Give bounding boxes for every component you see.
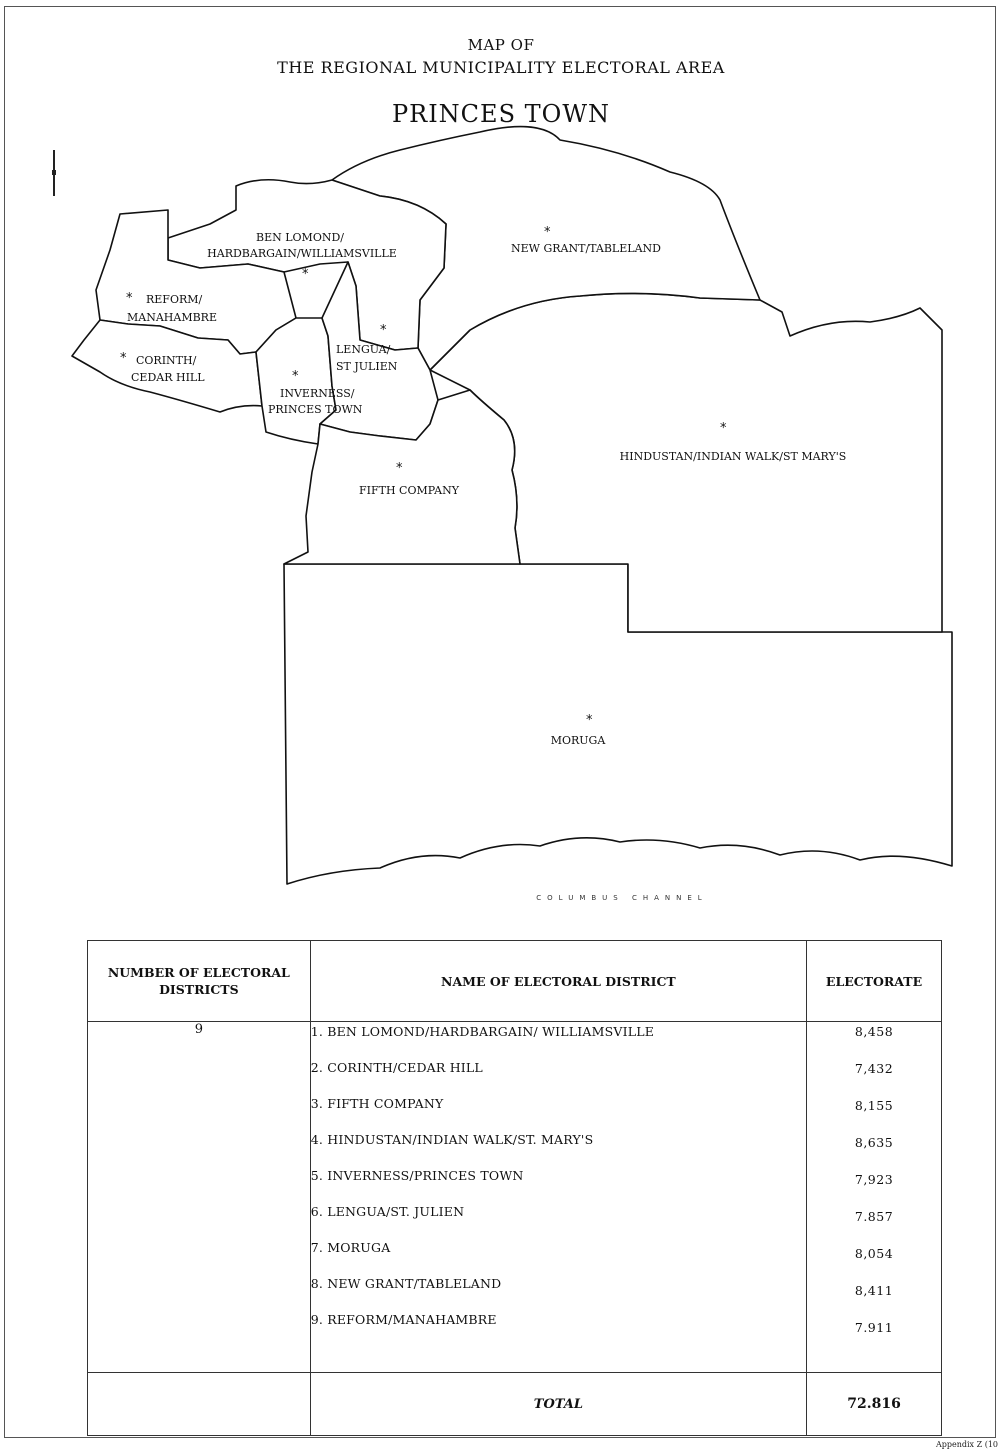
label-lengua-2: ST JULIEN: [336, 360, 398, 373]
district-ben-lomond[interactable]: [167, 178, 447, 351]
label-ben-lomond-2: HARDBARGAIN/WILLIAMSVILLE: [207, 247, 397, 260]
map-title-princes-town: PRINCES TOWN: [391, 100, 610, 128]
electorate-table: NUMBER OF ELECTORAL DISTRICTS NAME OF EL…: [87, 940, 942, 1436]
district-names-cell: 1. BEN LOMOND/HARDBARGAIN/ WILLIAMSVILLE…: [309, 1021, 808, 1373]
label-hindustan: HINDUSTAN/INDIAN WALK/ST MARY'S: [620, 450, 847, 463]
total-empty-cell: [87, 1372, 311, 1436]
label-reform-2: MANAHAMBRE: [127, 311, 217, 324]
label-corinth-1: CORINTH/: [136, 354, 197, 367]
label-new-grant: NEW GRANT/TABLELAND: [511, 242, 661, 255]
label-lengua-1: LENGUA/: [336, 343, 391, 356]
district-name: 8. NEW GRANT/TABLELAND: [310, 1276, 502, 1291]
total-label: TOTAL: [309, 1372, 808, 1436]
district-new-grant[interactable]: [331, 125, 761, 371]
header-num-districts: NUMBER OF ELECTORAL DISTRICTS: [87, 940, 311, 1022]
district-name: 2. CORINTH/CEDAR HILL: [310, 1060, 483, 1075]
star-reform: *: [126, 291, 133, 306]
district-name: 7. MORUGA: [310, 1240, 391, 1255]
total-value: 72.816: [806, 1372, 942, 1436]
num-districts-value: 9: [87, 1021, 311, 1373]
label-inverness-1: INVERNESS/: [280, 387, 355, 400]
district-name: 6. LENGUA/ST. JULIEN: [310, 1204, 465, 1219]
district-map: * * * * * * * * * BEN LOMOND/ HARDBARGAI…: [71, 125, 953, 902]
label-reform-1: REFORM/: [146, 293, 203, 306]
electorate-value: 8,635: [854, 1135, 894, 1150]
district-name: 9. REFORM/MANAHAMBRE: [310, 1312, 497, 1327]
appendix-footer: Appendix Z (10: [935, 1440, 998, 1449]
district-name: 4. HINDUSTAN/INDIAN WALK/ST. MARY'S: [310, 1132, 594, 1147]
district-name: 3. FIFTH COMPANY: [310, 1096, 444, 1111]
star-hindustan: *: [720, 421, 727, 436]
label-inverness-2: PRINCES TOWN: [268, 403, 363, 416]
star-lengua: *: [380, 323, 387, 338]
star-fifth: *: [396, 461, 403, 476]
star-corinth: *: [120, 351, 127, 366]
electorate-value: 8,458: [854, 1024, 894, 1039]
star-new-grant: *: [544, 225, 551, 240]
electorate-values-cell: 8,458 7,432 8,155 8,635 7,923 7.857 8,05…: [806, 1021, 942, 1373]
label-columbus-channel: COLUMBUS CHANNEL: [536, 894, 707, 902]
star-moruga: *: [586, 713, 593, 728]
electorate-value: 8,155: [854, 1098, 894, 1113]
electorate-value: 7,432: [854, 1061, 894, 1076]
district-fifth-company[interactable]: [283, 389, 521, 565]
district-name: 5. INVERNESS/PRINCES TOWN: [310, 1168, 524, 1183]
label-fifth-company: FIFTH COMPANY: [359, 484, 460, 497]
map-title-line1: MAP OF: [467, 36, 535, 54]
header-district-name: NAME OF ELECTORAL DISTRICT: [309, 940, 808, 1022]
electorate-value: 7.857: [854, 1209, 894, 1224]
district-moruga[interactable]: [283, 563, 953, 885]
north-arrow-icon: [52, 150, 56, 196]
electorate-value: 8,054: [854, 1246, 894, 1261]
electorate-value: 7,923: [854, 1172, 894, 1187]
label-moruga: MORUGA: [551, 734, 607, 747]
electorate-value: 8,411: [854, 1283, 894, 1298]
star-inverness: *: [292, 369, 299, 384]
header-electorate: ELECTORATE: [806, 940, 942, 1022]
electorate-value: 7.911: [854, 1320, 894, 1335]
page-frame: [4, 6, 996, 1438]
star-ben-lomond: *: [302, 267, 309, 282]
district-name: 1. BEN LOMOND/HARDBARGAIN/ WILLIAMSVILLE: [310, 1024, 655, 1039]
map-title-line2: THE REGIONAL MUNICIPALITY ELECTORAL AREA: [277, 58, 725, 77]
label-corinth-2: CEDAR HILL: [131, 371, 205, 384]
label-ben-lomond-1: BEN LOMOND/: [256, 231, 344, 244]
